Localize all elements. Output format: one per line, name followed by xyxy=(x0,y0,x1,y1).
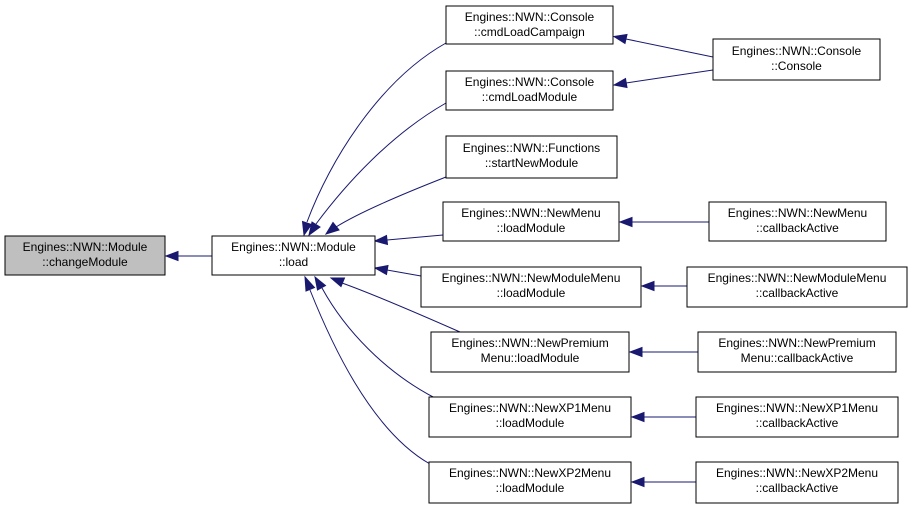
edge-load-to-changemodule xyxy=(164,250,212,262)
edge-cmdloadcampaign-to-load xyxy=(301,42,447,237)
node-label-line1: Engines::NWN::NewXP1Menu xyxy=(716,401,878,415)
node-label-line2: ::cmdLoadModule xyxy=(482,90,578,104)
edge-console-to-cmdloadmodule xyxy=(612,69,714,89)
edge-console-to-cmdloadcampaign xyxy=(612,33,714,58)
node-label-line1: Engines::NWN::Module xyxy=(231,240,356,254)
node-label-line1: Engines::NWN::NewXP2Menu xyxy=(449,466,611,480)
node-label-line1: Engines::NWN::Module xyxy=(23,240,148,254)
node-label-line2: ::cmdLoadCampaign xyxy=(474,25,585,39)
node-label-line2: ::loadModule xyxy=(496,416,565,430)
node-label-line2: ::loadModule xyxy=(496,481,565,495)
node-start-new-module[interactable]: Engines::NWN::Functions ::startNewModule xyxy=(445,135,618,179)
node-newmenu-load[interactable]: Engines::NWN::NewMenu ::loadModule xyxy=(442,201,620,242)
node-newxp2-load[interactable]: Engines::NWN::NewXP2Menu ::loadModule xyxy=(428,461,632,504)
edge-cmdloadmodule-to-load xyxy=(308,102,447,237)
edge-newxp2-cb-to-load xyxy=(630,476,696,488)
node-label-line1: Engines::NWN::NewXP1Menu xyxy=(449,401,611,415)
node-newpremium-callback[interactable]: Engines::NWN::NewPremium Menu::callbackA… xyxy=(697,331,897,373)
node-label-line2: ::callbackActive xyxy=(756,416,839,430)
node-label-line2: ::callbackActive xyxy=(756,221,839,235)
node-newxp2-callback[interactable]: Engines::NWN::NewXP2Menu ::callbackActiv… xyxy=(695,461,899,504)
node-label-line2: ::startNewModule xyxy=(485,156,579,170)
node-newmodulemenu-load[interactable]: Engines::NWN::NewModuleMenu ::loadModule xyxy=(420,266,642,308)
node-label-line1: Engines::NWN::NewModuleMenu xyxy=(708,271,887,285)
node-label-line1: Engines::NWN::NewXP2Menu xyxy=(716,466,878,480)
node-newpremium-load[interactable]: Engines::NWN::NewPremium Menu::loadModul… xyxy=(430,331,630,373)
node-label-line2: ::changeModule xyxy=(42,255,128,269)
node-label-line1: Engines::NWN::NewPremium xyxy=(718,336,875,350)
node-load[interactable]: Engines::NWN::Module ::load xyxy=(211,235,376,276)
node-label-line1: Engines::NWN::Functions xyxy=(463,141,600,155)
edge-newmenu-cb-to-load xyxy=(618,216,709,228)
edge-newxp1-cb-to-load xyxy=(630,411,696,423)
node-newxp1-load[interactable]: Engines::NWN::NewXP1Menu ::loadModule xyxy=(428,396,632,438)
node-newmenu-callback[interactable]: Engines::NWN::NewMenu ::callbackActive xyxy=(708,201,887,242)
edge-startnewmodule-to-load xyxy=(324,176,447,235)
edge-newxp1-load-to-load xyxy=(314,275,436,399)
node-label-line1: Engines::NWN::Console xyxy=(732,44,862,58)
node-cmd-load-module[interactable]: Engines::NWN::Console ::cmdLoadModule xyxy=(445,70,614,111)
node-label-line2: ::Console xyxy=(771,59,822,73)
node-label-line2: ::loadModule xyxy=(497,221,566,235)
node-label-line1: Engines::NWN::NewPremium xyxy=(451,336,608,350)
node-label-line1: Engines::NWN::NewMenu xyxy=(728,206,867,220)
node-label-line1: Engines::NWN::Console xyxy=(465,10,595,24)
edge-newpremium-load-to-load xyxy=(329,277,461,333)
node-change-module[interactable]: Engines::NWN::Module ::changeModule xyxy=(4,235,166,276)
node-label-line2: ::callbackActive xyxy=(756,286,839,300)
node-label-line2: ::loadModule xyxy=(497,286,566,300)
node-label-line1: Engines::NWN::Console xyxy=(465,75,595,89)
node-label-line2: ::callbackActive xyxy=(756,481,839,495)
node-console-ctor[interactable]: Engines::NWN::Console ::Console xyxy=(712,38,881,81)
node-newmodulemenu-callback[interactable]: Engines::NWN::NewModuleMenu ::callbackAc… xyxy=(686,266,908,308)
edge-newmenu-load-to-load xyxy=(373,234,444,246)
edge-newmodulemenu-load-to-load xyxy=(373,264,422,277)
node-label-line1: Engines::NWN::NewModuleMenu xyxy=(442,271,621,285)
node-newxp1-callback[interactable]: Engines::NWN::NewXP1Menu ::callbackActiv… xyxy=(695,396,899,438)
edge-newxp2-load-to-load xyxy=(304,275,431,465)
node-cmd-load-campaign[interactable]: Engines::NWN::Console ::cmdLoadCampaign xyxy=(445,5,614,45)
node-label-line1: Engines::NWN::NewMenu xyxy=(461,206,600,220)
node-label-line2: Menu::callbackActive xyxy=(741,351,854,365)
node-label-line2: ::load xyxy=(279,255,308,269)
node-label-line2: Menu::loadModule xyxy=(481,351,580,365)
edge-newpremium-cb-to-load xyxy=(628,346,698,358)
edge-newmodulemenu-cb-to-load xyxy=(640,280,687,292)
